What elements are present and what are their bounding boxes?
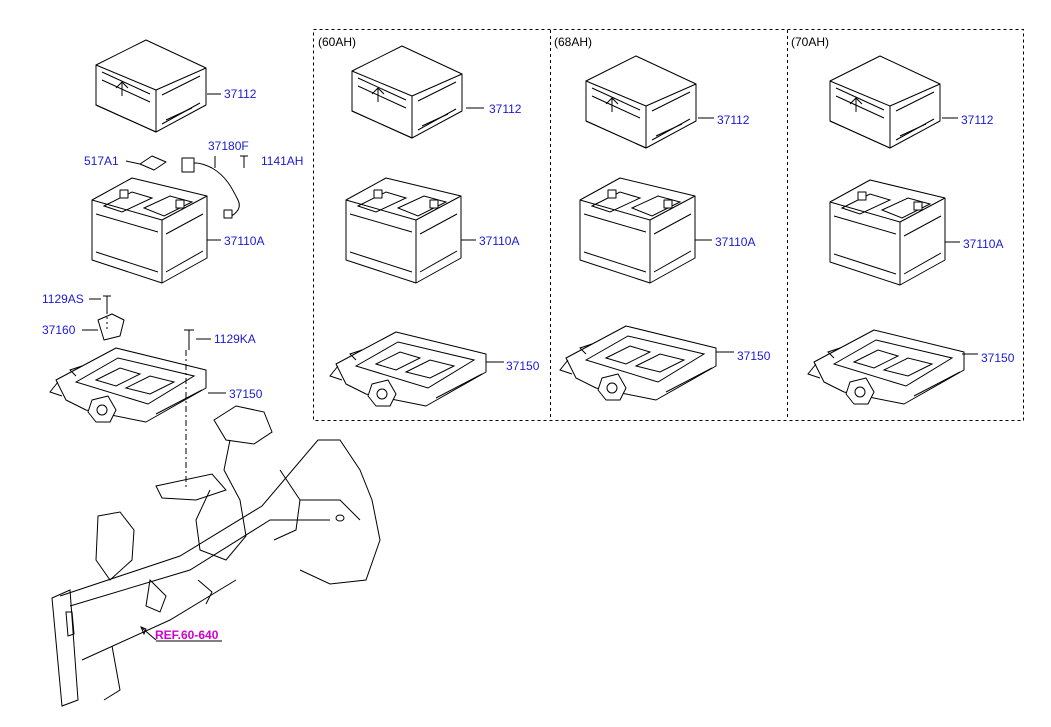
variant-60ah-bracket-part-number[interactable]: 37150 <box>506 359 540 373</box>
clamp-part-number[interactable]: 37160 <box>42 323 76 337</box>
cable-bolt-drawing <box>240 155 248 168</box>
main-bracket-part-number[interactable]: 37150 <box>229 387 263 401</box>
variant-68ah-header: (68AH) <box>554 35 592 49</box>
variants-frame <box>313 29 1024 421</box>
battery-cable-drawing <box>181 162 240 219</box>
variant-68ah-battery-part-number[interactable]: 37110A <box>715 235 755 249</box>
bolt-as-drawing <box>103 295 111 312</box>
variant-68ah-bracket-drawing <box>559 325 717 401</box>
variant-70ah-bracket-part-number[interactable]: 37150 <box>981 351 1015 365</box>
label-part-number[interactable]: 517A1 <box>84 154 119 168</box>
variant-68ah-bracket-part-number[interactable]: 37150 <box>737 349 771 363</box>
main-bracket-drawing <box>49 347 207 423</box>
variant-70ah-bracket-drawing <box>807 329 965 405</box>
bolt-as-part-number[interactable]: 1129AS <box>42 292 84 306</box>
vehicle-body-drawing <box>51 405 381 707</box>
variant-60ah-battery-part-number[interactable]: 37110A <box>479 234 519 248</box>
bolt-ka-drawing <box>184 329 194 350</box>
variant-60ah-tray-part-number[interactable]: 37112 <box>489 102 522 116</box>
variant-70ah-battery-drawing <box>829 179 946 286</box>
cable-bolt-part-number[interactable]: 1141AH <box>261 154 303 168</box>
variant-70ah-header: (70AH) <box>791 35 829 49</box>
reference-label[interactable]: REF.60-640 <box>155 628 219 642</box>
clamp-drawing <box>97 313 125 341</box>
variant-60ah-tray-drawing <box>351 45 463 139</box>
main-tray-drawing <box>95 39 207 133</box>
main-tray-part-number[interactable]: 37112 <box>224 87 257 101</box>
variant-68ah-battery-drawing <box>579 177 696 284</box>
cable-part-number[interactable]: 37180F <box>208 139 249 153</box>
main-battery-part-number[interactable]: 37110A <box>224 234 264 248</box>
variant-60ah-battery-drawing <box>345 177 462 284</box>
variant-68ah-tray-part-number[interactable]: 37112 <box>717 113 750 127</box>
variant-70ah-battery-part-number[interactable]: 37110A <box>963 237 1003 251</box>
variant-70ah-tray-drawing <box>829 55 941 149</box>
main-battery-drawing <box>91 177 208 284</box>
bolt-ka-part-number[interactable]: 1129KA <box>214 332 256 346</box>
variant-68ah-tray-drawing <box>585 55 697 149</box>
label-plate-drawing <box>139 155 167 171</box>
variant-70ah-tray-part-number[interactable]: 37112 <box>961 113 994 127</box>
variant-60ah-header: (60AH) <box>318 35 356 49</box>
variant-60ah-bracket-drawing <box>329 331 487 407</box>
